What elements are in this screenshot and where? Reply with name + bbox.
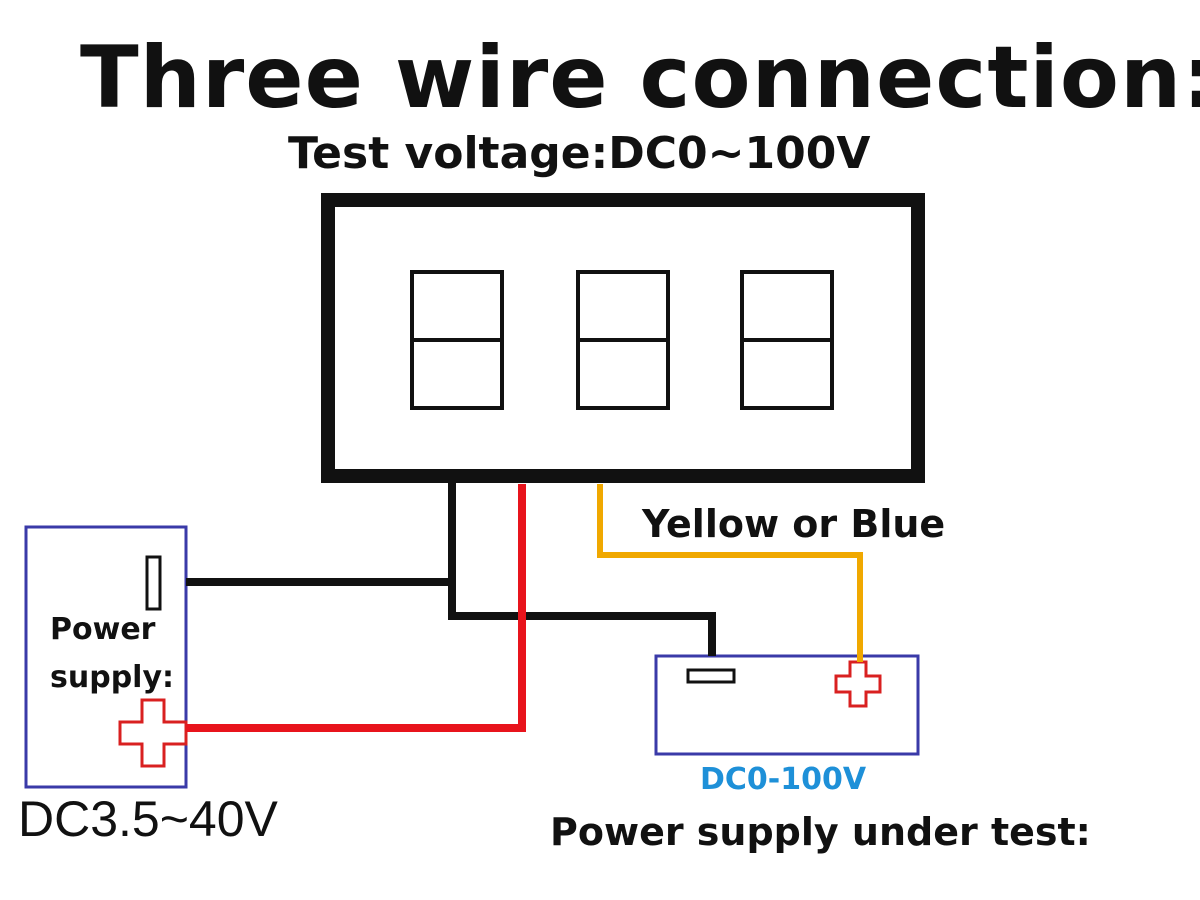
power-supply-minus-icon bbox=[145, 555, 162, 611]
black-ground-wire-test bbox=[448, 582, 716, 656]
power-supply-label-line1: Power bbox=[50, 612, 156, 647]
test-supply-box bbox=[654, 654, 920, 756]
wire-color-label: Yellow or Blue bbox=[642, 502, 946, 546]
yellow-measure-wire bbox=[597, 484, 863, 662]
diagram-title: Three wire connection: bbox=[80, 28, 1200, 128]
digit-3 bbox=[740, 270, 834, 410]
power-supply-range: DC3.5~40V bbox=[18, 791, 278, 847]
test-supply-plus-icon bbox=[834, 660, 882, 708]
black-ground-wire bbox=[186, 478, 456, 586]
test-supply-label: Power supply under test: bbox=[550, 810, 1091, 854]
red-power-wire bbox=[186, 484, 526, 732]
digit-2 bbox=[576, 270, 670, 410]
test-supply-range: DC0-100V bbox=[700, 762, 867, 797]
voltmeter-housing bbox=[321, 193, 925, 483]
power-supply-label-line2: supply: bbox=[50, 660, 174, 695]
power-supply-plus-icon bbox=[118, 698, 188, 768]
test-voltage-subtitle: Test voltage:DC0~100V bbox=[288, 128, 871, 179]
power-supply-box bbox=[24, 525, 188, 789]
test-supply-minus-icon bbox=[686, 668, 736, 684]
digit-1 bbox=[410, 270, 504, 410]
